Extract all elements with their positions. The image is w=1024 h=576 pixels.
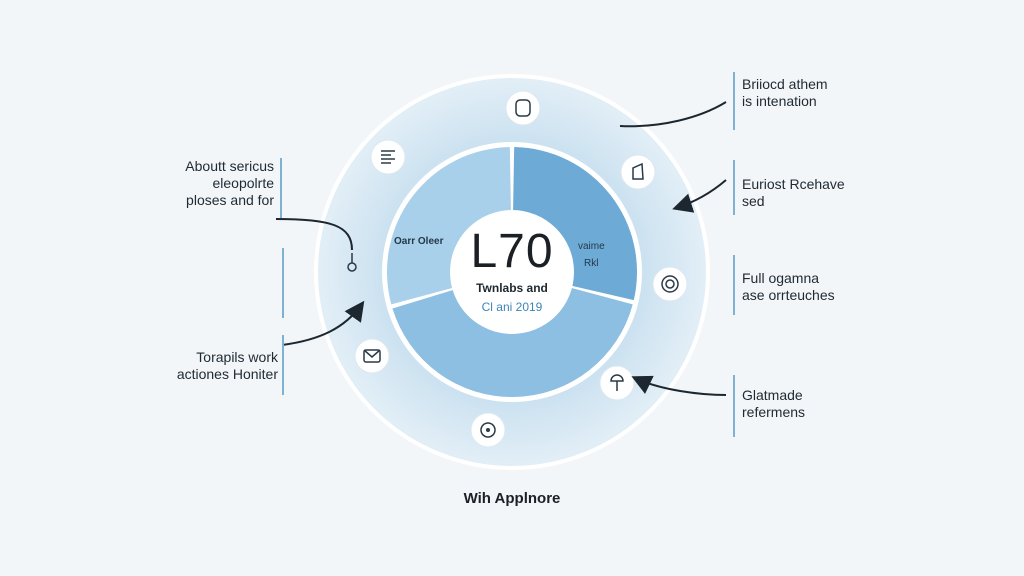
label-line: ase orrteuches bbox=[742, 287, 835, 303]
divider-line bbox=[733, 375, 735, 437]
label-line: Briiocd athem bbox=[742, 76, 828, 92]
right-label-1: Briiocd athem is intenation bbox=[742, 76, 828, 110]
label-line: eleopolrte bbox=[212, 175, 275, 191]
divider-line bbox=[733, 72, 735, 130]
left-label-1: Aboutt sericus eleopolrte ploses and for bbox=[140, 158, 274, 209]
label-line: actiones Honiter bbox=[176, 366, 278, 382]
center-subtitle: Cl ani 2019 bbox=[481, 300, 543, 314]
divider-line bbox=[280, 158, 282, 218]
divider-line bbox=[733, 160, 735, 215]
right-label-3: Full ogamna ase orrteuches bbox=[742, 270, 835, 304]
connector-arrow-2 bbox=[281, 300, 365, 346]
right-label-2: Euriost Rcehave sed bbox=[742, 176, 845, 210]
target-icon bbox=[470, 412, 506, 448]
label-line: sed bbox=[742, 193, 765, 209]
diagram-caption: Wih Applnore bbox=[463, 490, 561, 507]
pin-icon bbox=[347, 253, 357, 272]
connector-arrow-1 bbox=[275, 218, 353, 251]
label-line: Full ogamna bbox=[742, 270, 820, 286]
label-line: Torapils work bbox=[196, 349, 278, 365]
label-line: Euriost Rcehave bbox=[742, 176, 845, 192]
divider-line bbox=[282, 335, 284, 395]
connector-arrow-5 bbox=[631, 375, 727, 396]
segment-label-left: Oarr Oleer bbox=[394, 236, 444, 247]
left-label-2: Torapils work actiones Honiter bbox=[140, 349, 278, 383]
divider-line bbox=[733, 255, 735, 315]
label-line: Aboutt sericus bbox=[185, 158, 274, 174]
connector-arrow-4 bbox=[672, 179, 727, 213]
tree-icon bbox=[599, 365, 635, 401]
label-line: is intenation bbox=[742, 93, 817, 109]
connector-arrow-3 bbox=[619, 101, 727, 128]
person-icon bbox=[505, 90, 541, 126]
label-line: ploses and for bbox=[186, 192, 274, 208]
right-label-4: Glatmade refermens bbox=[742, 387, 805, 421]
divider-line bbox=[282, 248, 284, 318]
hand-icon bbox=[620, 154, 656, 190]
document-icon bbox=[370, 139, 406, 175]
mail-icon bbox=[354, 338, 390, 374]
center-number: L70 bbox=[470, 225, 554, 278]
center-circle bbox=[450, 210, 574, 334]
segment-label-right-1: vaime bbox=[578, 241, 605, 252]
label-line: Glatmade bbox=[742, 387, 803, 403]
segment-label-right-2: Rkl bbox=[584, 258, 599, 269]
globe-icon bbox=[652, 266, 688, 302]
center-title: Twnlabs and bbox=[476, 281, 548, 295]
label-line: refermens bbox=[742, 404, 806, 420]
segment-bottom bbox=[392, 272, 633, 397]
